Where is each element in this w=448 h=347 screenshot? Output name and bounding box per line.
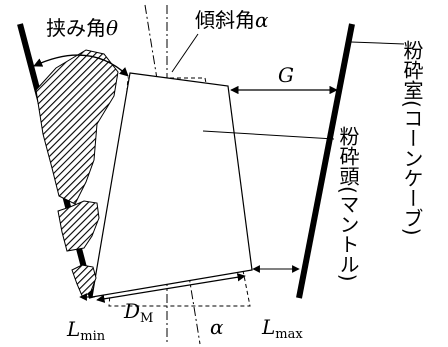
dm-dimension-arrow xyxy=(96,273,246,303)
mantle xyxy=(91,72,253,298)
lmax-label: Lmax xyxy=(261,315,303,342)
head-leader xyxy=(202,130,335,140)
tilt-angle-label: 傾斜角α xyxy=(195,8,269,32)
nip-angle-label: 挟み角θ xyxy=(46,16,118,40)
lmin-label: Lmin xyxy=(66,317,106,344)
crushing-head-label: 粉砕頭(マントル) xyxy=(336,126,360,282)
gap-label: G xyxy=(278,63,294,87)
right-concave-wall xyxy=(296,23,355,299)
rock-particle-small xyxy=(71,264,97,299)
alpha-bottom-label: α xyxy=(210,315,224,339)
rock-particle-large xyxy=(35,49,119,205)
rock-particle-medium xyxy=(57,200,100,252)
dm-label: DM xyxy=(123,299,153,326)
nip-angle-arc xyxy=(33,54,129,77)
tilt-angle-leader xyxy=(171,33,199,73)
chamber-leader xyxy=(350,41,405,45)
crushing-chamber-label: 粉砕室(コーンケーブ) xyxy=(400,40,424,236)
